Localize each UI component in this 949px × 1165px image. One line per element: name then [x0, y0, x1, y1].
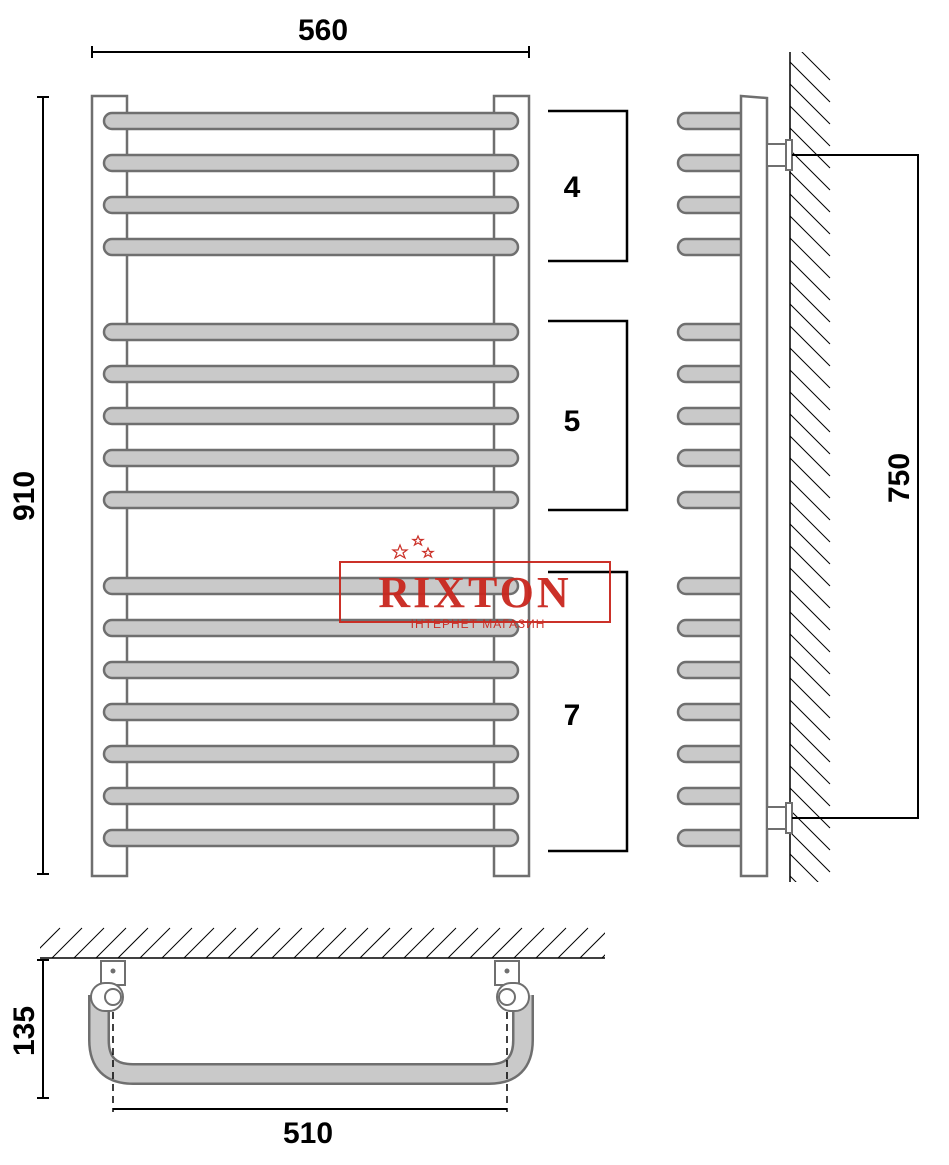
crossbar-front: [102, 111, 520, 131]
front-crossbars: [102, 111, 520, 848]
crossbar-side: [676, 364, 750, 384]
right-top-bracket: [494, 960, 530, 1012]
depth-label: 135: [8, 1006, 41, 1056]
crossbar-side: [676, 322, 750, 342]
wall-top-hatching: [40, 927, 605, 959]
crossbar-side: [676, 702, 750, 722]
crossbar-front: [102, 448, 520, 468]
top-view: 135 510: [8, 927, 605, 1150]
width-label: 560: [298, 14, 348, 47]
crossbar-side: [676, 111, 750, 131]
crossbar-front: [102, 702, 520, 722]
crossbar-front: [102, 237, 520, 257]
crossbar-front: [102, 744, 520, 764]
mount-spacing-label: 510: [283, 1117, 333, 1150]
crossbar-front: [102, 406, 520, 426]
crossbar-front: [102, 660, 520, 680]
front-view: [90, 94, 531, 878]
crossbar-front: [102, 576, 520, 596]
crossbar-side: [676, 576, 750, 596]
watermark-frame: [339, 561, 611, 623]
watermark-brand: RIXTON: [378, 568, 571, 617]
crossbar-side: [676, 490, 750, 510]
crossbar-side: [676, 195, 750, 215]
lower-wall-bracket: [766, 802, 793, 834]
group-label-1: 4: [564, 171, 581, 204]
left-top-bracket: [90, 960, 126, 1012]
watermark-subtitle: ІНТЕРНЕТ МАГАЗИН: [411, 617, 546, 631]
crossbar-side: [676, 828, 750, 848]
depth-dimension: 135: [8, 959, 49, 1099]
crossbar-side: [676, 406, 750, 426]
u-tube-outer: [88, 995, 534, 1085]
crossbar-side: [676, 744, 750, 764]
crossbar-side: [676, 448, 750, 468]
crossbar-side: [676, 153, 750, 173]
side-crossbars: [676, 111, 750, 848]
group-brackets: 4 5 7: [548, 109, 629, 853]
rixton-watermark: RIXTON ІНТЕРНЕТ МАГАЗИН: [339, 534, 611, 631]
crossbar-front: [102, 490, 520, 510]
mount-height-dimension: 750: [792, 154, 919, 819]
crossbar-front: [102, 195, 520, 215]
crossbar-side: [676, 786, 750, 806]
side-upright: [739, 94, 769, 878]
side-view: 750: [676, 52, 919, 882]
crossbar-front: [102, 618, 520, 638]
stars-icon: [391, 534, 435, 560]
height-label: 910: [8, 471, 41, 521]
u-tube-inner: [90, 995, 532, 1083]
crossbar-side: [676, 237, 750, 257]
crossbar-front: [102, 828, 520, 848]
crossbar-front: [102, 364, 520, 384]
crossbar-front: [102, 322, 520, 342]
upper-wall-bracket: [766, 139, 793, 171]
height-dimension: 910: [8, 96, 49, 875]
width-dimension: 560: [91, 14, 530, 58]
crossbar-side: [676, 660, 750, 680]
crossbar-front: [102, 786, 520, 806]
wall-right-hatching: [789, 52, 831, 882]
mount-spacing-dimension: 510: [113, 1108, 507, 1150]
group-label-2: 5: [564, 405, 581, 438]
group-label-3: 7: [564, 699, 581, 732]
crossbar-front: [102, 153, 520, 173]
crossbar-side: [676, 618, 750, 638]
mount-height-label: 750: [883, 453, 916, 503]
